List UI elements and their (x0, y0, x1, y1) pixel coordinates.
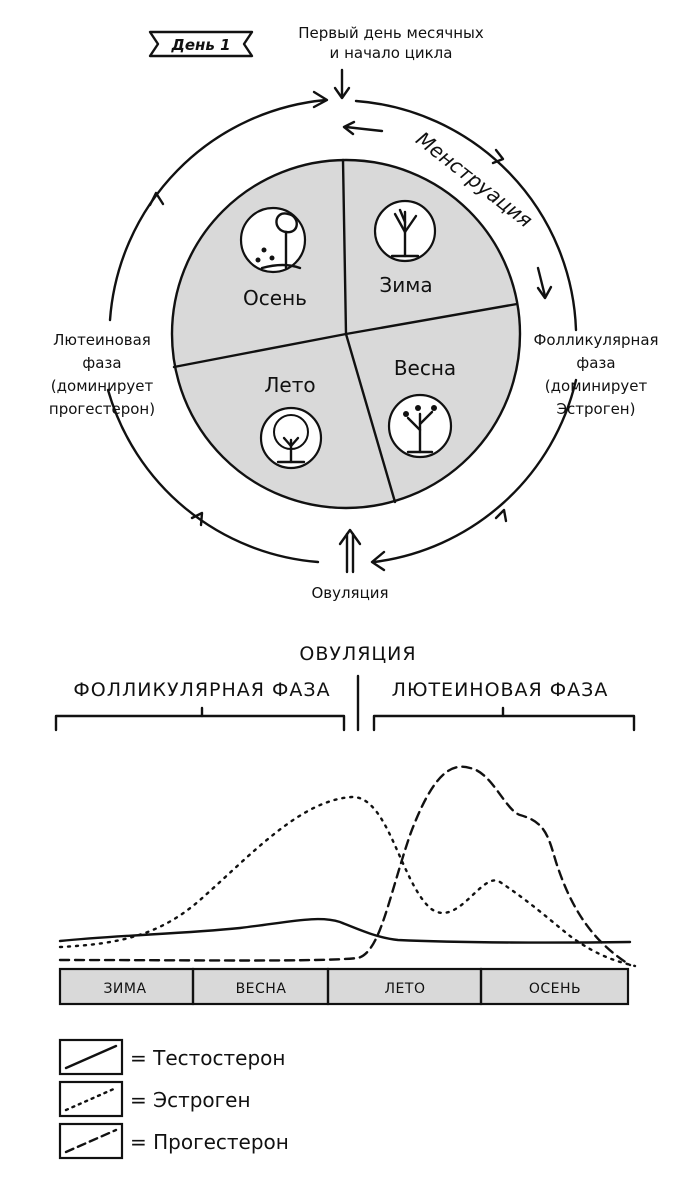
testosterone-curve (58, 917, 632, 944)
band-winter: ЗИМА (103, 981, 146, 997)
legend-label-testosterone: = Тестостерон (130, 1046, 285, 1070)
hormone-curves (58, 765, 637, 968)
top-note-line2: и начало цикла (330, 44, 453, 62)
season-label-winter: Зима (379, 273, 432, 297)
luteal-note-line3: (доминирует (51, 377, 154, 395)
top-down-arrow (333, 68, 351, 100)
chart-follicular-label: ФОЛЛИКУЛЯРНАЯ ФАЗА (73, 679, 330, 701)
estrogen-curve (58, 795, 637, 968)
phase-brackets (54, 674, 636, 732)
progesterone-curve (58, 765, 632, 967)
chart-ovulation-label: ОВУЛЯЦИЯ (299, 643, 416, 665)
follicular-note-line4: Эстроген) (557, 400, 636, 418)
season-pie (170, 158, 522, 510)
follicular-note-line3: (доминирует (545, 377, 648, 395)
badge-text: День 1 (170, 36, 230, 54)
day-one-badge: День 1 (148, 30, 254, 58)
band-autumn: ОСЕНЬ (529, 981, 581, 997)
season-label-autumn: Осень (243, 286, 307, 310)
legend-item-testosterone: = Тестостерон (58, 1038, 285, 1076)
legend-item-progesterone: = Прогестерон (58, 1122, 289, 1160)
legend: = Тестостерон = Эстроген = Прогестерон (58, 1038, 289, 1160)
legend-label-progesterone: = Прогестерон (130, 1130, 289, 1154)
autumn-tree-icon (239, 206, 307, 274)
summer-tree-icon (259, 406, 323, 470)
season-band: ЗИМА ВЕСНА ЛЕТО ОСЕНЬ (58, 967, 630, 1006)
luteal-note-line1: Лютеиновая (53, 331, 151, 349)
season-label-spring: Весна (394, 356, 456, 380)
winter-tree-icon (373, 199, 437, 263)
top-note-line1: Первый день месячных (298, 24, 484, 42)
legend-label-estrogen: = Эстроген (130, 1088, 251, 1112)
outer-cycle-arrows (106, 90, 578, 572)
luteal-note-line4: прогестерон) (49, 400, 155, 418)
ovulation-note: Овуляция (311, 584, 388, 602)
legend-item-estrogen: = Эстроген (58, 1080, 251, 1118)
band-spring: ВЕСНА (236, 981, 287, 997)
spring-tree-icon (387, 393, 453, 459)
season-label-summer: Лето (264, 373, 315, 397)
follicular-note-line2: фаза (576, 354, 615, 372)
luteal-note-line2: фаза (82, 354, 121, 372)
follicular-note-line1: Фолликулярная (533, 331, 658, 349)
chart-luteal-label: ЛЮТЕИНОВАЯ ФАЗА (392, 679, 609, 701)
ovulation-up-arrow (338, 528, 362, 574)
band-summer: ЛЕТО (385, 981, 426, 997)
